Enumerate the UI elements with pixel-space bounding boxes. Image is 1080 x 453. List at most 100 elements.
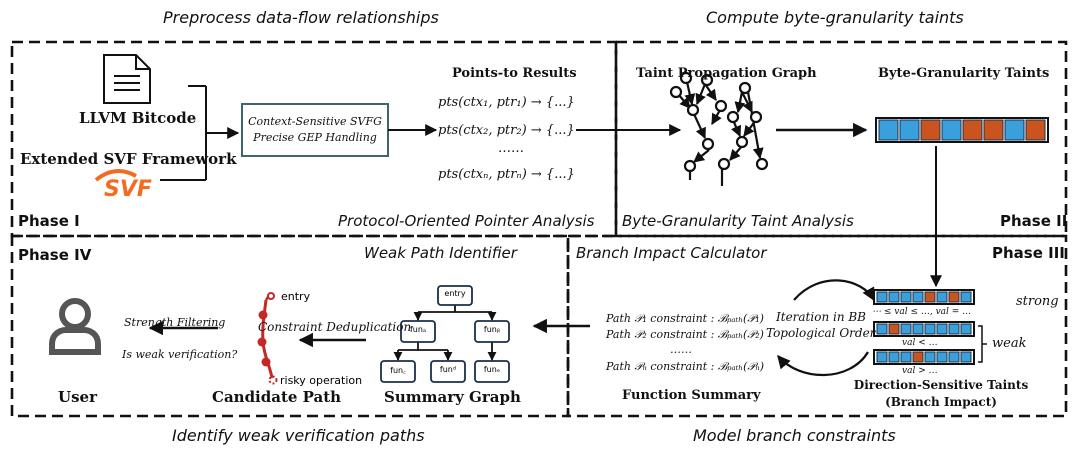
weak-condition-1: val < … bbox=[902, 338, 938, 348]
strength-filtering-label: Strength Filtering bbox=[124, 316, 226, 329]
weak2-cell-6 bbox=[948, 351, 960, 363]
sg-fun-c-text: fun꜀ bbox=[390, 366, 406, 375]
weak1-cell-3 bbox=[912, 323, 924, 335]
sg-fun-b-text: funᵦ bbox=[483, 325, 501, 334]
byte-cell-0 bbox=[878, 119, 899, 141]
constraint-ellipsis: …… bbox=[670, 343, 692, 356]
graph-nodes bbox=[669, 71, 769, 173]
strong-cell-6 bbox=[948, 291, 960, 303]
byte-cell-2 bbox=[920, 119, 941, 141]
llvm-bitcode-label: LLVM Bitcode bbox=[79, 109, 197, 127]
points-to-title: Points-to Results bbox=[452, 66, 577, 81]
weak1-cell-2 bbox=[900, 323, 912, 335]
pts-line-n: pts(ctxₙ, ptrₙ) → {...} bbox=[438, 167, 575, 182]
sg-node-e bbox=[474, 360, 510, 383]
phase-4-label: Phase IV bbox=[18, 246, 92, 264]
weak2-cell-3 bbox=[912, 351, 924, 363]
weak-verification-question: Is weak verification? bbox=[122, 348, 238, 361]
sg-fun-e-text: funₑ bbox=[483, 365, 501, 374]
phase-1-label: Phase I bbox=[18, 212, 80, 230]
strong-cell-7 bbox=[960, 291, 972, 303]
weak-label: weak bbox=[992, 336, 1027, 351]
weak2-cell-1 bbox=[888, 351, 900, 363]
weak1-cell-1 bbox=[888, 323, 900, 335]
taint-graph-title: Taint Propagation Graph bbox=[636, 66, 817, 81]
branch-impact-label: Branch Impact Calculator bbox=[576, 244, 767, 262]
iteration-text-2: Topological Order bbox=[766, 326, 876, 340]
weak1-cell-5 bbox=[936, 323, 948, 335]
entry-node-icon bbox=[267, 292, 275, 300]
sg-entry-text: entry bbox=[444, 289, 466, 298]
taint-analysis-label: Byte-Granularity Taint Analysis bbox=[622, 212, 854, 230]
byte-taint-cells bbox=[875, 117, 1049, 143]
svfg-box-line1: Context-Sensitive SVFG bbox=[248, 115, 382, 128]
byte-cell-7 bbox=[1025, 119, 1046, 141]
risky-operation-label: risky operation bbox=[280, 374, 363, 387]
weak2-cell-2 bbox=[900, 351, 912, 363]
strong-cell-2 bbox=[900, 291, 912, 303]
user-icon bbox=[49, 298, 101, 355]
byte-cell-3 bbox=[941, 119, 962, 141]
user-label: User bbox=[58, 388, 97, 406]
constraint-2: Path 𝒫₂ constraint : ℬₚₐₜₕ(𝒫₂) bbox=[606, 328, 764, 341]
dst-title-1: Direction-Sensitive Taints bbox=[853, 378, 1029, 392]
strong-cell-5 bbox=[936, 291, 948, 303]
byte-cell-4 bbox=[962, 119, 983, 141]
weak2-cell-0 bbox=[876, 351, 888, 363]
dst-title-2: (Branch Impact) bbox=[885, 395, 997, 409]
strong-cell-0 bbox=[876, 291, 888, 303]
caption-weak-paths: Identify weak verification paths bbox=[172, 426, 425, 445]
weak1-cell-6 bbox=[948, 323, 960, 335]
weak-condition-2: val > … bbox=[902, 366, 938, 376]
dst-bar-weak2 bbox=[873, 349, 975, 365]
weak1-cell-4 bbox=[924, 323, 936, 335]
caption-preprocess: Preprocess data-flow relationships bbox=[163, 8, 439, 27]
byte-cell-1 bbox=[899, 119, 920, 141]
weak1-cell-7 bbox=[960, 323, 972, 335]
sg-fun-d-text: funᵈ bbox=[439, 365, 457, 374]
iteration-text-1: Iteration in BB bbox=[776, 310, 866, 324]
strong-cell-3 bbox=[912, 291, 924, 303]
iteration-arrow-bottom bbox=[777, 351, 869, 377]
phase-3-label: Phase III bbox=[992, 244, 1065, 262]
sg-node-d bbox=[430, 360, 466, 383]
candidate-path bbox=[257, 292, 278, 385]
pts-line-2: pts(ctx₂, ptr₂) → {...} bbox=[438, 123, 575, 138]
byte-cell-5 bbox=[983, 119, 1004, 141]
sg-fun-a-text: funₐ bbox=[409, 325, 427, 334]
weak2-cell-4 bbox=[924, 351, 936, 363]
constraint-1: Path 𝒫₁ constraint : ℬₚₐₜₕ(𝒫₁) bbox=[606, 312, 764, 325]
phase-2-label: Phase II bbox=[1000, 212, 1068, 230]
strong-cell-1 bbox=[888, 291, 900, 303]
pts-line-1: pts(ctx₁, ptr₁) → {...} bbox=[438, 95, 575, 110]
file-icon bbox=[103, 54, 151, 104]
weak-path-identifier-label: Weak Path Identifier bbox=[364, 244, 517, 262]
sg-node-a bbox=[400, 320, 436, 343]
pointer-analysis-label: Protocol-Oriented Pointer Analysis bbox=[338, 212, 595, 230]
caption-branch-constraints: Model branch constraints bbox=[693, 426, 896, 445]
svf-logo-icon: SVF bbox=[94, 169, 152, 202]
iteration-arrow-top bbox=[793, 279, 875, 302]
entry-label: entry bbox=[281, 290, 311, 303]
summary-graph-nodes bbox=[380, 285, 510, 383]
svf-logo-text: SVF bbox=[104, 177, 152, 202]
strong-cell-4 bbox=[924, 291, 936, 303]
summary-graph bbox=[393, 305, 497, 361]
weak2-cell-7 bbox=[960, 351, 972, 363]
pts-line-ellipsis: …… bbox=[498, 141, 524, 156]
caption-byte-taints: Compute byte-granularity taints bbox=[706, 8, 964, 27]
weak-brace bbox=[978, 325, 987, 363]
byte-taints-title: Byte-Granularity Taints bbox=[878, 66, 1050, 81]
summary-graph-label: Summary Graph bbox=[384, 388, 521, 406]
risky-node-icon bbox=[268, 375, 278, 385]
sg-node-b bbox=[474, 320, 510, 343]
byte-cell-6 bbox=[1004, 119, 1025, 141]
candidate-path-label: Candidate Path bbox=[212, 388, 342, 406]
sg-node-entry bbox=[437, 285, 473, 306]
svfg-box bbox=[241, 103, 389, 157]
strong-condition: ⋯ ≤ val ≤ …, val = … bbox=[872, 307, 972, 317]
sg-node-c bbox=[380, 360, 416, 383]
dst-bar-weak1 bbox=[873, 321, 975, 337]
weak2-cell-5 bbox=[936, 351, 948, 363]
